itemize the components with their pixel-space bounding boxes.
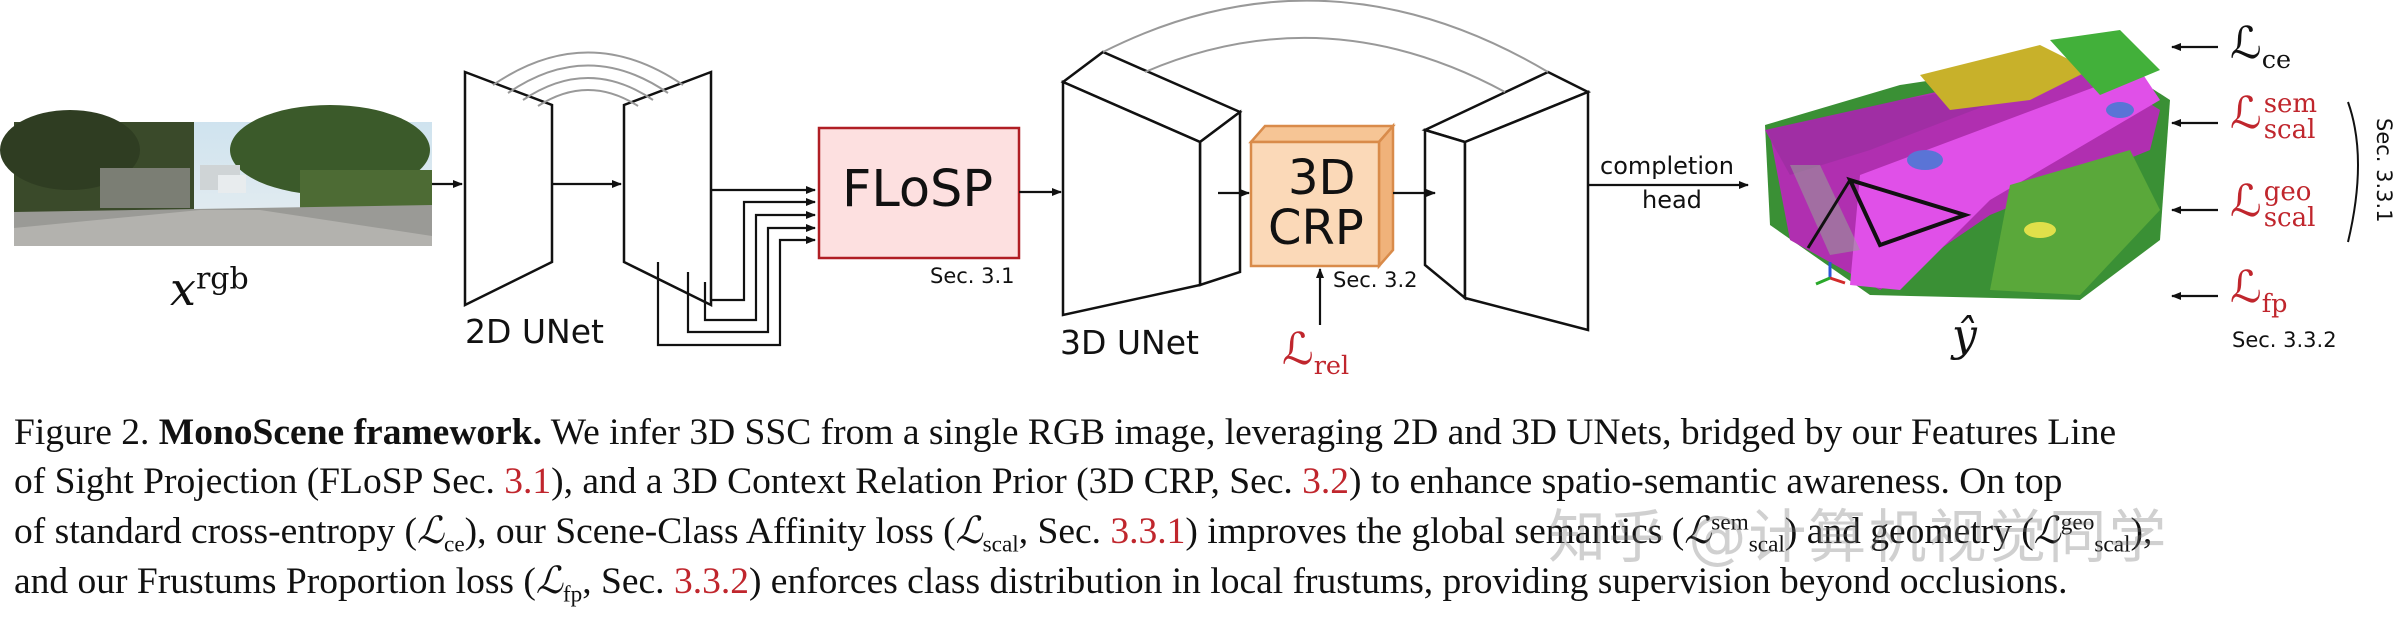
completion-head-label-line1: completion [1600,152,1734,180]
crp-label-line2: CRP [1268,200,1364,256]
unet-3d-label: 3D UNet [1060,323,1199,362]
unet-3d-skip-arcs [1102,0,1549,93]
sec-332-ref: Sec. 3.3.2 [2232,328,2337,352]
flow-arrows-3d [1218,181,1749,325]
flow-arrows-2d [432,180,816,347]
flosp-box [817,126,1021,260]
flosp-section-ref: Sec. 3.1 [930,264,1015,288]
output-scene-render [1765,30,2170,300]
completion-head-label-line2: head [1642,186,1702,214]
sec-331-bracket [2347,101,2359,243]
ref-3-3-2[interactable]: 3.3.2 [673,561,749,602]
flosp-label: FLoSP [842,160,994,219]
axis-gizmo [1815,262,1846,286]
figure-diagram: xrgb 2D UNet FLoSP Sec. 3.1 3D UNet 3D C… [0,0,2396,381]
figure-caption: Figure 2. MonoScene framework. We infer … [14,408,2386,606]
caption-line-3: of standard cross-entropy (ℒce), our Sce… [14,508,2153,558]
loss-ce: ℒce [2230,18,2292,75]
ref-3-1[interactable]: 3.1 [504,461,552,502]
unet-2d-shape [463,70,713,308]
ref-3-2[interactable]: 3.2 [1302,461,1350,502]
loss-arrows [2171,43,2218,300]
caption-line-1: Figure 2. MonoScene framework. We infer … [14,412,2117,453]
ref-3-3-1[interactable]: 3.3.1 [1110,511,1186,552]
caption-line-2: of Sight Projection (FLoSP Sec. 3.1), an… [14,461,2063,502]
unet-3d-encoder [1060,50,1243,317]
crp-cube [1248,122,1396,270]
input-rgb-image [0,105,432,246]
unet-3d-decoder [1421,70,1592,332]
rel-loss: ℒrel [1282,324,1350,381]
caption-title: MonoScene framework. [158,412,543,453]
unet-2d-skip-arcs [492,51,684,107]
caption-line-4: and our Frustums Proportion loss (ℒfp, S… [14,558,2068,608]
loss-fp: ℒfp [2230,262,2288,319]
output-label: ŷ [1952,310,1977,361]
pipeline-diagram [0,0,2359,347]
unet-2d-label: 2D UNet [465,312,604,351]
input-label: xrgb [170,261,249,316]
crp-label-line1: 3D [1288,150,1356,206]
watermark: 知乎 @计算机视觉同学 [1548,503,2169,571]
sec-331-ref: Sec. 3.3.1 [2372,118,2396,223]
crp-section-ref: Sec. 3.2 [1333,268,1418,292]
